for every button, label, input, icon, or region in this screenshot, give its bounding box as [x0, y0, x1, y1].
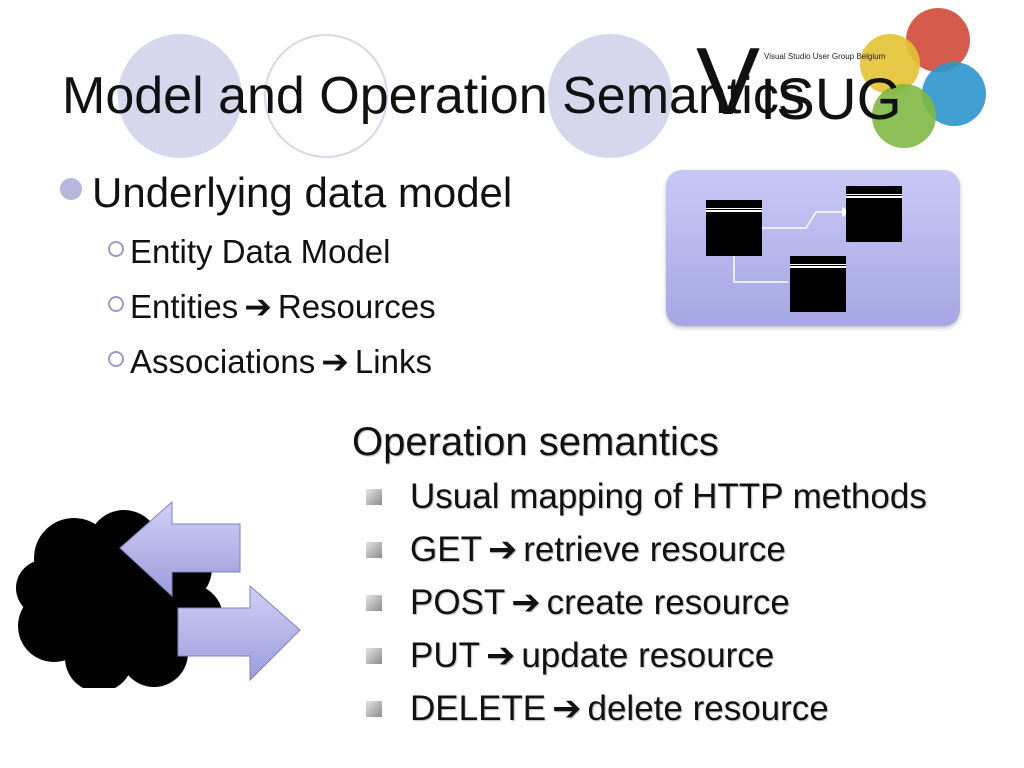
arrow-icon: ➔: [552, 689, 582, 728]
square-bullet: [366, 648, 382, 664]
sub-bullet-right: Resources: [277, 288, 436, 325]
bullet-dot: [60, 178, 82, 200]
entity-box: [846, 186, 902, 242]
operation-item: Usual mapping of HTTP methods: [366, 476, 927, 518]
arrow-icon: ➔: [321, 343, 349, 380]
operations-heading: Operation semantics: [352, 420, 719, 464]
operation-method: DELETE: [410, 689, 547, 728]
visug-logo: V Visual Studio User Group Belgium ISUG: [690, 4, 990, 164]
entity-box: [790, 256, 846, 312]
operation-action: retrieve resource: [523, 530, 786, 569]
sub-bullet: Entity Data Model: [108, 232, 390, 272]
sub-bullet-left: Entities: [130, 288, 239, 325]
decorative-circle: [548, 34, 672, 158]
logo-subtitle: Visual Studio User Group Belgium: [764, 52, 886, 61]
operation-item: POST ➔ create resource: [366, 582, 790, 624]
decorative-circle: [264, 34, 388, 158]
arrow-icon: ➔: [487, 530, 518, 569]
operation-method: PUT: [410, 636, 480, 675]
entity-diagram: [666, 170, 960, 326]
operation-action: update resource: [521, 636, 775, 675]
operation-text: Usual mapping of HTTP methods: [410, 477, 927, 516]
square-bullet: [366, 489, 382, 505]
arrow-icon: ➔: [486, 636, 516, 675]
request-response-arrows: [119, 500, 301, 682]
ring-bullet: [108, 296, 124, 312]
ring-bullet: [108, 351, 124, 367]
sub-bullet-right: Links: [354, 343, 432, 380]
bullet-data-model: Underlying data model: [60, 168, 512, 218]
operation-method: POST: [410, 583, 506, 622]
operation-action: create resource: [546, 583, 790, 622]
slide-title: Model and Operation Semantics: [62, 67, 805, 125]
operation-item: DELETE ➔ delete resource: [366, 688, 829, 730]
operation-item: PUT ➔ update resource: [366, 635, 774, 677]
operation-item: GET ➔ retrieve resource: [366, 529, 786, 571]
bullet-heading: Underlying data model: [92, 169, 513, 216]
arrow-icon: ➔: [511, 583, 541, 622]
decorative-circle: [118, 34, 242, 158]
logo-circles: [860, 8, 986, 148]
sub-bullet: Associations ➔ Links: [108, 342, 432, 382]
square-bullet: [366, 701, 382, 717]
sub-bullet: Entities ➔ Resources: [108, 287, 436, 327]
sub-bullet-left: Associations: [130, 343, 316, 380]
square-bullet: [366, 542, 382, 558]
ring-bullet: [108, 241, 124, 257]
arrow-icon: ➔: [244, 288, 272, 325]
sub-bullet-text: Entity Data Model: [130, 233, 391, 270]
square-bullet: [366, 595, 382, 611]
operation-method: GET: [410, 530, 482, 569]
entity-box: [706, 200, 762, 256]
logo-letter: V: [696, 28, 761, 135]
operation-action: delete resource: [587, 689, 829, 728]
logo-wordmark: ISUG: [760, 67, 902, 132]
